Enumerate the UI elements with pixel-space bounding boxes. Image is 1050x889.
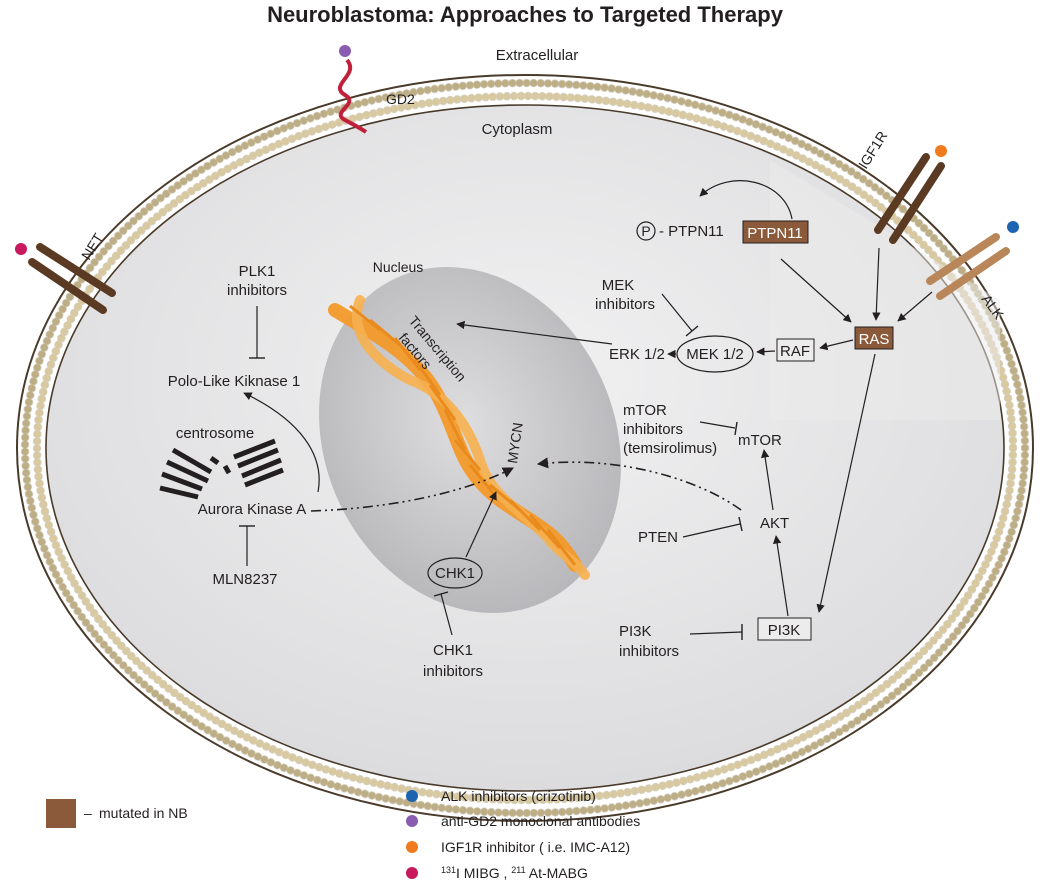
plk1-inhibitors-label-line2: inhibitors [227,282,287,299]
ras-box [854,326,894,350]
mtor-inhibition-bar [734,421,738,436]
pi3k-inhibitors-label-line2: inhibitors [619,643,679,660]
alk-ras-arrow [897,291,933,322]
p-ptpn11-label: - PTPN11 [659,223,724,240]
pten-inhibition-bar [738,516,743,532]
cytoplasm-label: Cytoplasm [482,121,553,138]
nucleus-label: Nucleus [373,259,424,275]
mtor-inhibition-line [699,421,736,429]
net-transporter [15,243,116,314]
anti-gd2-legend-label: anti-GD2 monoclonal antibodies [441,813,640,829]
mln8237-label: MLN8237 [212,571,277,588]
aurora-polo-arrow [243,392,320,493]
ptpn11-ras-arrow [780,258,852,323]
mutated-legend-swatch [46,799,76,828]
aurora-mycn-arrow [310,467,514,512]
phospho-label: P [641,223,650,239]
raf-mek-arrow [756,347,776,356]
extracellular-label: Extracellular [496,47,579,64]
cytoplasm-shade [770,160,1000,420]
alk-inhibitor-legend-label: ALK inhibitors (crizotinib) [441,788,596,804]
mtor-inhibitors-label-line3: (temsirolimus) [623,440,717,457]
mibg-sup-2: 211 [511,865,525,875]
igf1r-inhibitor-legend-icon [406,841,418,853]
pi3k-box [757,617,812,641]
akt-label: AKT [760,515,789,532]
mibg-text-1: I MIBG , [456,865,511,881]
ras-label: RAS [859,331,890,348]
drug-legend: ALK inhibitors (crizotinib) anti-GD2 mon… [406,788,640,881]
mibg-text-2: At-MABG [526,865,588,881]
phospho-circle [636,221,656,241]
ras-raf-arrow [819,339,854,351]
chk1-inhibition-bar [433,591,449,597]
ras-pi3k-arrow [816,353,876,613]
chk1-inhibition-line [440,593,453,636]
erk-transcription-arrow [456,320,613,345]
akt-mtor-arrow [760,449,774,511]
polo-like-kinase-label: Polo-Like Kiknase 1 [168,373,301,390]
mek-inhibitors-label-line1: MEK [602,277,635,294]
ptpn11-phospho-arrow [699,180,793,220]
mek-inhibition-bar [685,325,699,337]
pi3k-label: PI3K [768,622,801,639]
mibg-legend-icon [406,867,418,879]
igf1r-inhibitor-legend-label: IGF1R inhibitor ( i.e. IMC-A12) [441,839,630,855]
mutated-legend-label: mutated in NB [99,805,188,821]
dna-helix [328,295,590,580]
pi3k-inhibition-line [689,631,743,635]
mtor-inhibitors-label-line2: inhibitors [623,421,683,438]
alk-inhibitor-icon [1007,221,1019,233]
raf-box [776,338,815,362]
mek-inhibition-line [661,293,693,332]
igf1r-label: IGF1R [855,128,890,171]
mibg-icon [15,243,27,255]
igf1r-inhibitor-icon [935,145,947,157]
pi3k-inhibitors-label-line1: PI3K [619,623,652,640]
igf1r-ras-arrow [872,247,881,321]
gd2-label: GD2 [386,91,415,107]
ptpn11-box [742,220,809,244]
akt-mycn-arrow [536,457,742,511]
anti-gd2-antibody-icon [339,45,351,57]
erk-label: ERK 1/2 [609,346,665,363]
pten-inhibition-line [682,523,741,538]
mek-label: MEK 1/2 [686,346,744,363]
raf-label: RAF [780,343,810,360]
mibg-sup-1: 131 [441,865,456,875]
mek-ellipse [676,335,754,373]
mtor-inhibitors-label-line1: mTOR [623,402,667,419]
gd2-antigen [337,45,368,134]
aurora-kinase-label: Aurora Kinase A [198,501,306,518]
mutated-legend-dash: – [84,805,92,821]
anti-gd2-legend-icon [406,815,418,827]
chk1-inhibitors-label-line2: inhibitors [423,663,483,680]
mtor-label: mTOR [738,432,782,449]
chk1-inhibitors-label-line1: CHK1 [433,642,473,659]
centrosome-icon [159,438,284,500]
igf1r-receptor [874,145,947,244]
diagram-title: Neuroblastoma: Approaches to Targeted Th… [267,2,784,27]
alk-receptor [926,221,1019,300]
alk-inhibitor-legend-icon [406,790,418,802]
mibg-legend-label: 131I MIBG , 211 At-MABG [441,865,588,881]
centrosome-label: centrosome [176,425,254,442]
chk1-label: CHK1 [435,565,475,582]
pi3k-akt-arrow [772,535,789,617]
mycn-label: MYCN [504,421,526,464]
chk1-mycn-arrow [465,491,497,558]
ptpn11-label: PTPN11 [747,225,803,242]
plk1-inhibitors-label-line1: PLK1 [239,263,276,280]
chk1-ellipse [427,557,483,589]
pten-label: PTEN [638,529,678,546]
mek-inhibitors-label-line2: inhibitors [595,296,655,313]
